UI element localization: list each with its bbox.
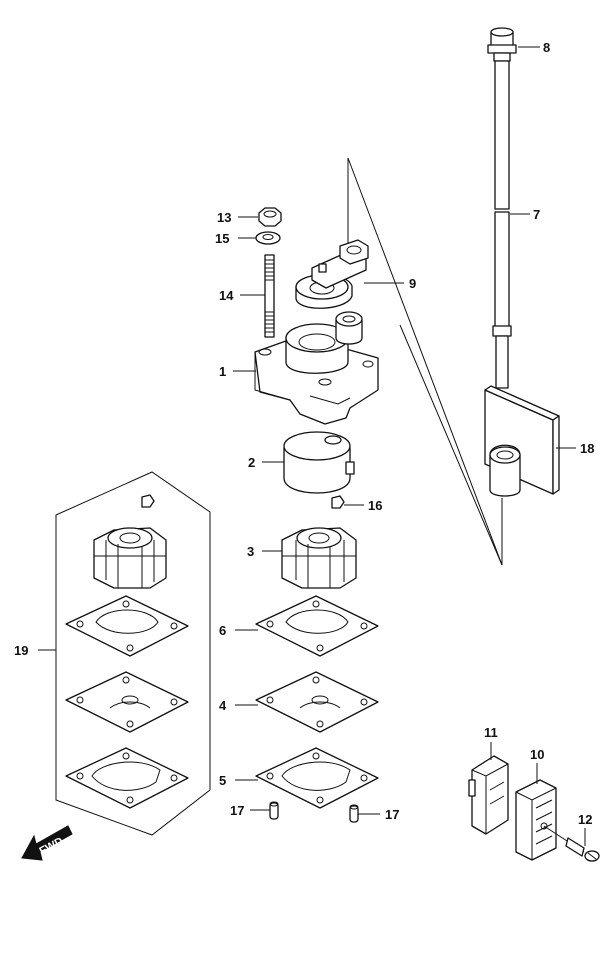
key-part [141,494,345,509]
plate-part [255,671,379,733]
callout-17-left: 17 [230,803,244,818]
callout-2: 2 [248,455,255,470]
callout-3: 3 [247,544,254,559]
callout-16: 16 [368,498,382,513]
callout-1: 1 [219,364,226,379]
callout-17-right: 17 [385,807,399,822]
callout-8: 8 [543,40,550,55]
callout-12: 12 [578,812,592,827]
callout-9: 9 [409,276,416,291]
holder-part [515,779,557,861]
bracket-part [468,755,509,835]
kit-plate-part [65,671,189,733]
gasket-upper-part [255,595,379,657]
callout-15: 15 [215,231,229,246]
stud-bolt-part [264,254,275,338]
impeller-part [281,527,357,589]
grommet-part [487,27,517,62]
kit-gasket-upper-part [65,595,189,657]
callout-6: 6 [219,623,226,638]
dowel-pin-part [269,801,359,823]
screw-part [543,825,600,862]
kit-outline [55,471,211,836]
kit-impeller-part [93,527,167,589]
liner-part [283,431,355,494]
callout-18: 18 [580,441,594,456]
callout-5: 5 [219,773,226,788]
gasket-lower-part [255,747,379,809]
callout-10: 10 [530,747,544,762]
callout-7: 7 [533,207,540,222]
tube-guide-part [295,239,369,309]
callout-13: 13 [217,210,231,225]
callout-19: 19 [14,643,28,658]
tube-seal-part [484,385,560,497]
water-tube-part [492,60,512,389]
fwd-label: FWD [38,835,66,857]
nut-part [258,207,282,227]
callout-4: 4 [219,698,227,713]
callout-14: 14 [219,288,234,303]
leader-lines [38,46,586,846]
kit-gasket-lower-part [65,747,189,809]
washer-part [255,231,281,245]
callout-labels: 8 7 9 13 15 14 1 2 16 3 6 4 5 17 17 18 1… [14,40,594,827]
fwd-arrow-icon: FWD [21,825,73,861]
callout-11: 11 [484,725,498,740]
pump-case-part [254,311,379,425]
